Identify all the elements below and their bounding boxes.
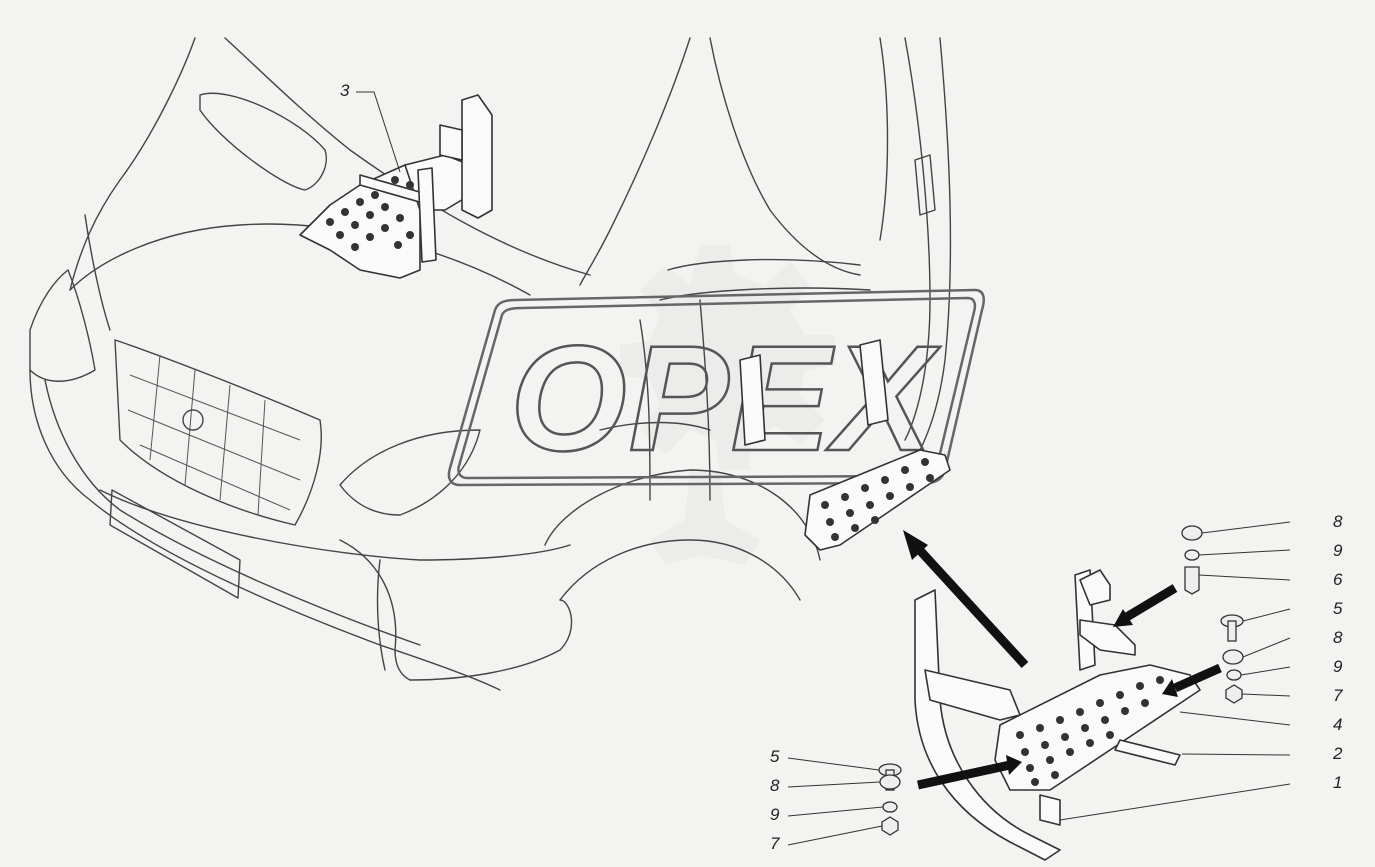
spring-washer-9-top <box>1184 549 1200 561</box>
callout-8-a: 8 <box>1333 512 1343 531</box>
callout-9-c: 9 <box>770 805 780 824</box>
watermark-logo: OPEX <box>447 288 985 487</box>
arrow-bolt-6 <box>1122 584 1178 622</box>
installed-step-top <box>299 94 493 279</box>
callout-5-b: 5 <box>770 747 780 766</box>
exploded-step-assembly <box>914 569 1201 861</box>
callout-7-b: 7 <box>770 834 780 853</box>
callout-4: 4 <box>1333 715 1342 734</box>
arrow-bolt-5-left <box>917 760 1011 790</box>
hardware <box>878 525 1244 836</box>
installed-step-right <box>739 339 951 551</box>
spring-washer-9-left <box>882 801 898 813</box>
assembly-arrows <box>903 530 1222 790</box>
callout-3: 3 <box>340 81 350 100</box>
callout-5-a: 5 <box>1333 599 1343 618</box>
callout-8-c: 8 <box>770 776 780 795</box>
arrow-to-vehicle <box>911 541 1029 669</box>
bolt-6 <box>1184 566 1200 595</box>
callout-2: 2 <box>1332 744 1343 763</box>
callout-7-a: 7 <box>1333 686 1343 705</box>
spring-washer-9-right <box>1226 669 1242 681</box>
nut-7-left <box>881 816 899 836</box>
callout-8-b: 8 <box>1333 628 1343 647</box>
leader-lines <box>356 91 1291 846</box>
nut-7-right <box>1225 684 1243 704</box>
vehicle-body <box>29 37 952 691</box>
washer-8-top <box>1181 525 1203 541</box>
callout-6: 6 <box>1333 570 1343 589</box>
bolt-shank-5-right <box>1227 620 1237 642</box>
callouts: 3 8 9 6 5 8 9 7 4 2 1 5 8 9 7 <box>340 81 1343 853</box>
callout-1: 1 <box>1333 773 1342 792</box>
callout-9-b: 9 <box>1333 657 1343 676</box>
callout-9-a: 9 <box>1333 541 1343 560</box>
arrow-bolt-5-right <box>1173 663 1222 693</box>
washer-8-left <box>879 774 901 790</box>
washer-8-right <box>1222 649 1244 665</box>
